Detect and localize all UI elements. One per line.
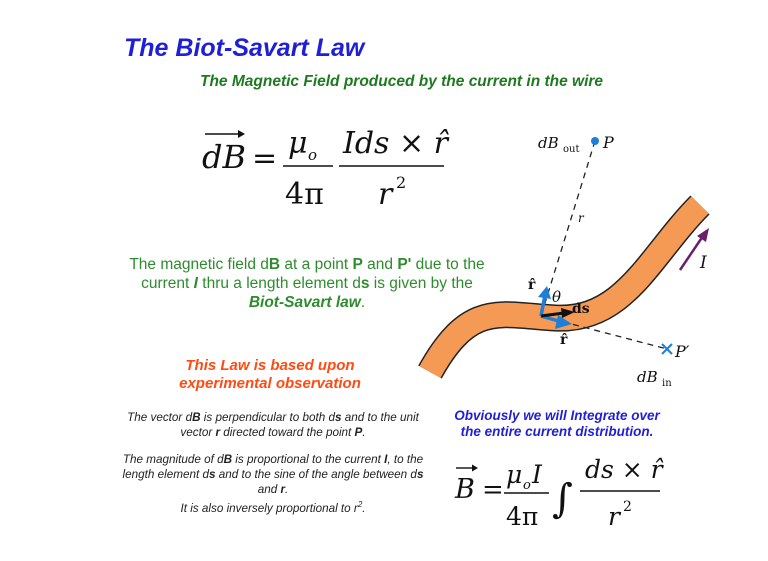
eq1-den-exp: 2 xyxy=(396,173,406,192)
label-dBin-sub: in xyxy=(662,378,672,389)
eq1-lhs: dB xyxy=(202,138,246,176)
eq1-denominator: r xyxy=(378,177,394,212)
label-Pprime: P′ xyxy=(674,342,690,361)
point-Pprime-marker xyxy=(661,343,673,355)
eq1-vector-arrowhead xyxy=(238,130,245,138)
current-direction-arrow xyxy=(678,235,705,271)
label-dBout-sub: out xyxy=(563,144,579,155)
page-title: The Biot-Savart Law xyxy=(124,34,365,62)
magnitude-note: The magnitude of dB is proportional to t… xyxy=(122,453,424,515)
label-dBout: dB xyxy=(538,134,559,152)
integrate-note: Obviously we will Integrate over the ent… xyxy=(454,408,660,439)
label-theta: θ xyxy=(552,288,561,306)
rhat-up-vector xyxy=(539,294,547,317)
label-r: r xyxy=(578,211,585,225)
eq1-mu: μ xyxy=(288,126,308,161)
label-rhat-down: r̂ xyxy=(560,332,568,348)
label-ds: ds xyxy=(572,301,590,317)
page-subtitle: The Magnetic Field produced by the curre… xyxy=(200,73,604,90)
label-rhat-up: r̂ xyxy=(528,277,536,293)
eq1-mu-sub: o xyxy=(308,146,317,164)
ds-vector xyxy=(540,311,565,318)
eq1-numerator: Ids × r̂ xyxy=(342,126,450,161)
point-P-marker xyxy=(591,137,599,145)
r-line-to-P xyxy=(540,140,596,317)
label-P: P xyxy=(602,133,614,152)
label-current-I: I xyxy=(699,253,707,273)
biot-savart-description: The magnetic field dB at a point P and P… xyxy=(129,256,485,311)
eq1-equals: = xyxy=(252,141,277,176)
experimental-law-note: This Law is based upon experimental obse… xyxy=(179,357,361,392)
perpendicular-note: The vector dB is perpendicular to both d… xyxy=(127,411,419,439)
eq1-four-pi: 4π xyxy=(285,177,324,212)
label-dBin: dB xyxy=(637,368,658,386)
